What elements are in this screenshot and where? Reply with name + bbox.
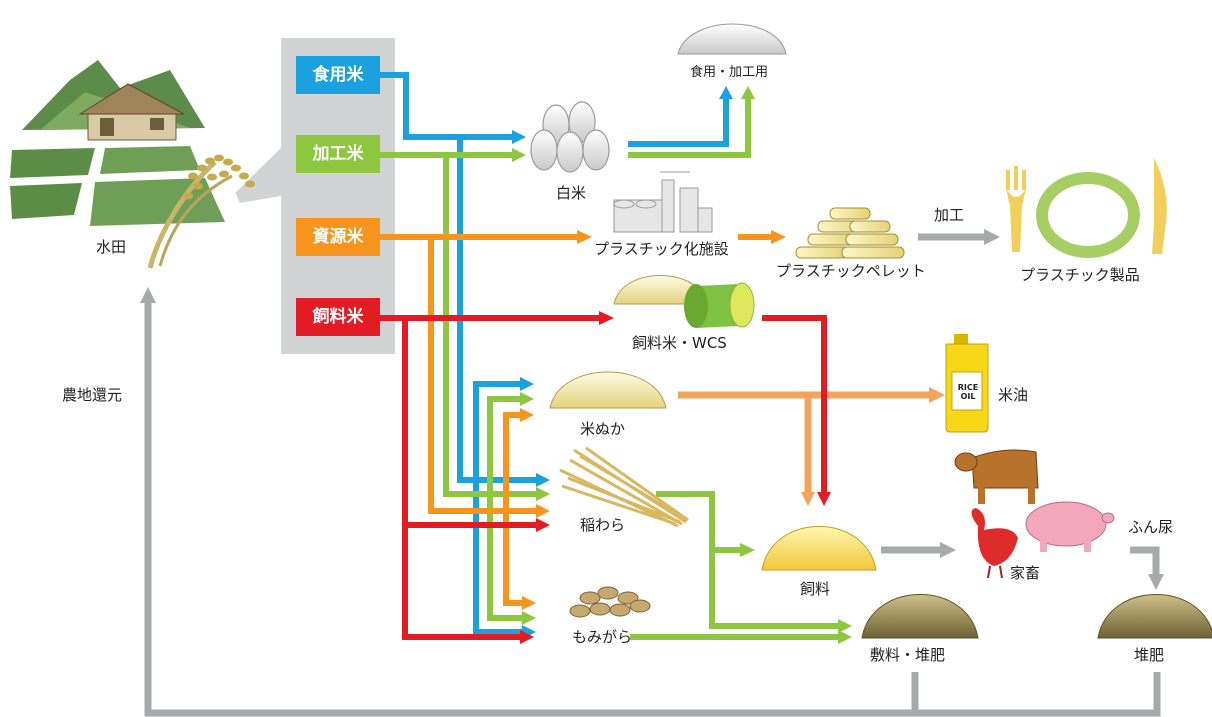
livestock-label: 家畜 <box>1010 564 1041 582</box>
cow-illustration <box>954 449 1039 504</box>
processing-label: 加工 <box>934 206 965 224</box>
resource-rice-box: 資源米 <box>296 218 380 256</box>
rice-husks-illustration <box>569 586 651 618</box>
food-rice-flow <box>376 72 729 635</box>
white-rice-label: 白米 <box>556 184 587 202</box>
bedding-compost-mound <box>861 594 979 639</box>
plastic-facility-label: プラスチック化施設 <box>594 240 729 258</box>
plastic-pellet-illustration <box>795 207 905 259</box>
rice-oil-bottle <box>945 334 989 433</box>
food-processing-mound <box>677 23 787 55</box>
gray-flow <box>144 233 1161 717</box>
plastic-pellet-label: プラスチックペレット <box>776 262 926 280</box>
feed-label: 飼料 <box>800 580 831 598</box>
white-rice-grains <box>530 101 610 173</box>
processing-rice-box: 加工米 <box>296 135 380 173</box>
paddy-label: 水田 <box>96 238 127 256</box>
paddy-illustration <box>6 60 255 269</box>
chicken-illustration <box>971 508 1018 579</box>
resource-rice-flow <box>376 234 772 606</box>
rice-husk-label: もみがら <box>572 628 633 646</box>
rice-bran-label: 米ぬか <box>580 420 626 438</box>
rice-straw-label: 稲わら <box>580 516 626 534</box>
plastic-products-illustration <box>1006 158 1167 258</box>
compost-label: 堆肥 <box>1134 646 1165 664</box>
farmland-return-label: 農地還元 <box>62 386 123 404</box>
rice-bran-mound <box>549 371 667 409</box>
arrowheads <box>140 86 1164 644</box>
bran-flow <box>678 391 930 492</box>
plastic-products-label: プラスチック製品 <box>1020 266 1140 284</box>
feed-mound <box>761 526 877 571</box>
feed-rice-box: 飼料米 <box>296 298 380 336</box>
feed-rice-wcs-label: 飼料米・WCS <box>632 334 727 352</box>
compost-mound <box>1097 594 1212 639</box>
pig-illustration <box>1025 501 1115 552</box>
bedding-compost-label: 敷料・堆肥 <box>870 646 946 664</box>
oil-can-text: RICE OIL <box>957 383 979 401</box>
food-rice-box: 食用米 <box>296 56 380 94</box>
feed-rice-wcs-illustration <box>613 275 755 328</box>
rice-straw-illustration <box>559 446 689 528</box>
food-processing-use-label: 食用・加工用 <box>690 65 769 80</box>
manure-urine-label: ふん尿 <box>1128 518 1174 536</box>
callout-pointer <box>222 148 281 206</box>
plastic-facility-illustration <box>613 171 713 233</box>
feed-rice-flow <box>376 315 827 640</box>
rice-oil-label: 米油 <box>998 386 1029 404</box>
